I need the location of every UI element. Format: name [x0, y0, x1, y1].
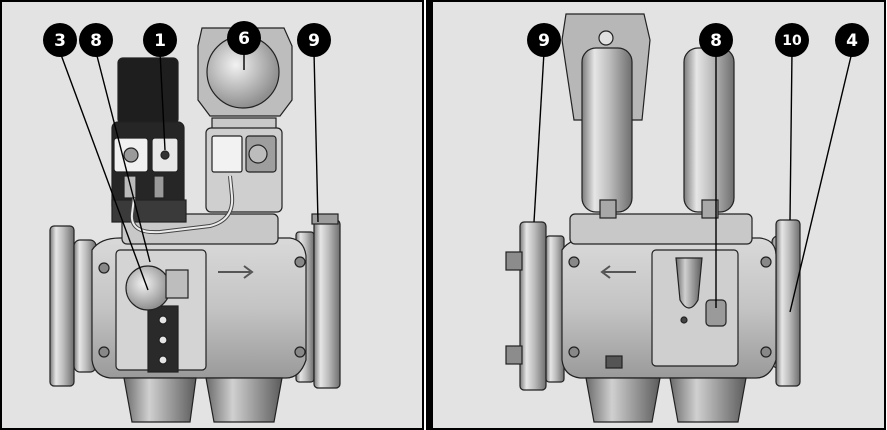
callout-3-label: 3 [54, 31, 66, 51]
callout-9-left: 9 [297, 23, 331, 57]
callout-6: 6 [227, 21, 261, 55]
right-leader-lines [533, 51, 853, 313]
callout-4-label: 4 [846, 31, 858, 51]
callout-8-right-label: 8 [710, 31, 722, 51]
callout-4: 4 [835, 23, 869, 57]
inlet-flange [49, 225, 75, 387]
callout-8-right: 8 [699, 23, 733, 57]
actuator-housing-left [581, 47, 633, 213]
callout-9-right-label: 9 [538, 31, 550, 51]
callout-10-label: 10 [782, 33, 802, 49]
solenoid-actuator [117, 57, 179, 125]
panel-divider [426, 0, 431, 430]
actuator-housing-right [683, 47, 735, 213]
left-leader-lines [59, 48, 319, 291]
inspection-dome [675, 257, 703, 309]
callout-8-left-label: 8 [90, 31, 102, 51]
outlet-flange [313, 219, 341, 389]
callout-9-right: 9 [527, 23, 561, 57]
callout-6-label: 6 [238, 29, 250, 49]
callout-9-left-label: 9 [308, 31, 320, 51]
callout-3: 3 [43, 23, 77, 57]
callout-1-label: 1 [154, 31, 166, 51]
outlet-flange-right [775, 219, 801, 387]
callout-8-left: 8 [79, 23, 113, 57]
callout-1: 1 [143, 23, 177, 57]
callout-10: 10 [775, 23, 809, 57]
left-valve [49, 27, 341, 423]
